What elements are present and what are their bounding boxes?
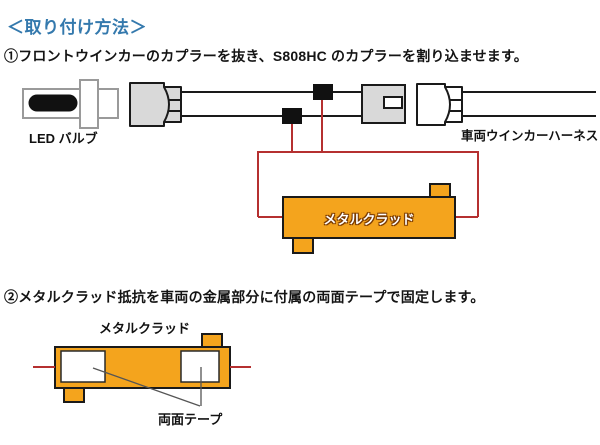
resistor2-tab-bottom [63,387,85,403]
led-bulb-label: LED バルブ [29,131,98,146]
s808hc-coupler [129,82,182,127]
vehicle-coupler [416,83,463,126]
resistor-wiring-red [257,100,479,218]
led-bulb-base [79,79,99,129]
tape-callout-lines [92,367,202,407]
led-bulb-emitter [28,94,78,112]
wire-tap-upper [313,84,333,100]
metal-clad-resistor-mounted [54,333,231,403]
step-2-text: ②メタルクラッド抵抗を車両の金属部分に付属の両面テープで固定します。 [4,289,485,305]
unit-box-latch [383,96,403,109]
double-sided-tape-label: 両面テープ [158,412,223,427]
metal-clad-resistor [282,183,456,254]
wire-tap-lower [282,108,302,124]
page-title: ＜取り付け方法＞ [7,18,147,37]
step-1-text: ①フロントウインカーのカプラーを抜き、S808HC のカプラーを割り込ませます。 [4,48,529,64]
resistor-mounted-label: メタルクラッド [99,321,191,336]
resistor-body [282,196,456,239]
double-sided-tape-right [180,350,220,383]
vehicle-harness-label: 車両ウインカーハーネス [461,129,599,143]
double-sided-tape-left [60,350,106,383]
resistor-label: メタルクラッド [323,212,415,227]
resistor-tab-bottom [292,237,314,254]
s808hc-unit-box [361,84,406,124]
resistor2-tab-top [201,333,223,349]
led-bulb [22,79,119,129]
